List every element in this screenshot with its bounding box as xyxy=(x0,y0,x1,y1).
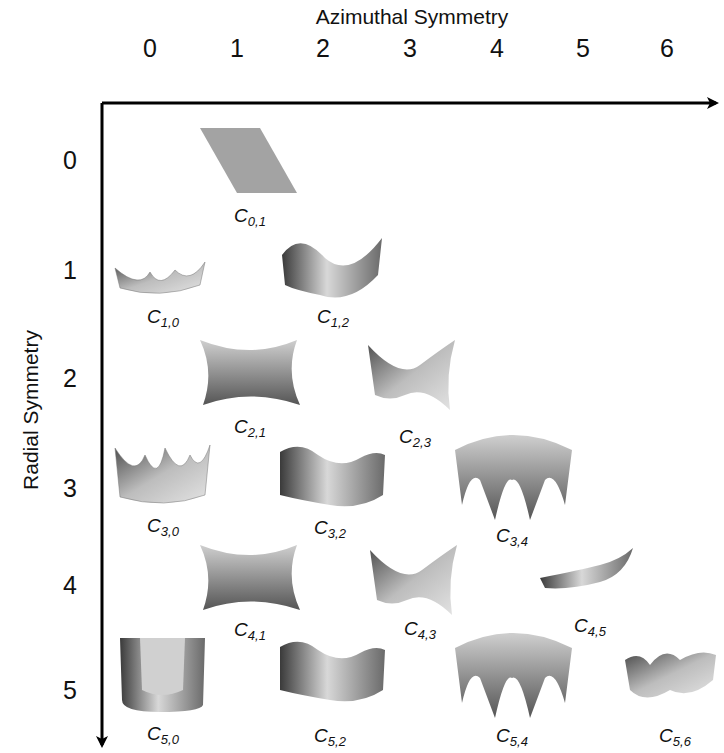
column-number: 6 xyxy=(660,36,674,61)
radial-axis xyxy=(101,103,104,745)
surface-c43 xyxy=(370,545,457,615)
surface-label: C2,3 xyxy=(399,427,431,449)
surface-label: C1,0 xyxy=(147,307,179,329)
surface-c52 xyxy=(280,642,385,702)
row-number: 3 xyxy=(63,476,77,501)
surface-c41 xyxy=(200,545,300,610)
surface-label: C5,6 xyxy=(659,726,691,748)
surface-label: C5,2 xyxy=(314,726,346,748)
row-number: 2 xyxy=(63,366,77,391)
row-number: 1 xyxy=(63,258,77,283)
row-number: 4 xyxy=(63,573,77,598)
surface-label: C2,1 xyxy=(234,417,266,439)
column-number: 1 xyxy=(230,36,244,61)
surface-c23 xyxy=(368,340,455,410)
surface-c01 xyxy=(200,128,297,193)
column-number: 0 xyxy=(143,36,157,61)
surface-label: C3,0 xyxy=(147,516,179,538)
column-number: 2 xyxy=(316,36,330,61)
surface-c45 xyxy=(540,548,633,588)
surface-label: C0,1 xyxy=(234,206,266,228)
surface-c54 xyxy=(455,633,572,718)
surface-c21 xyxy=(200,340,300,405)
surface-label: C3,4 xyxy=(496,526,528,548)
row-number: 0 xyxy=(63,148,77,173)
surface-label: C1,2 xyxy=(317,307,349,329)
surface-c50 xyxy=(120,638,205,712)
surface-c30 xyxy=(115,445,210,503)
surface-label: C4,5 xyxy=(574,616,606,638)
axis-title: Azimuthal Symmetry xyxy=(316,6,509,27)
surface-label: C5,4 xyxy=(496,726,528,748)
surface-c34 xyxy=(455,435,572,520)
surface-label: C5,0 xyxy=(147,724,179,746)
surface-c56 xyxy=(625,652,716,697)
column-number: 3 xyxy=(403,36,417,61)
azimuthal-axis xyxy=(102,102,716,105)
surface-label: C3,2 xyxy=(314,518,346,540)
axis-title: Radial Symmetry xyxy=(20,330,41,490)
surface-c12 xyxy=(282,238,382,298)
column-number: 5 xyxy=(576,36,590,61)
surface-label: C4,1 xyxy=(234,620,266,642)
surface-label: C4,3 xyxy=(404,619,436,641)
column-number: 4 xyxy=(490,36,504,61)
row-number: 5 xyxy=(63,678,77,703)
surface-c32 xyxy=(280,447,385,507)
surface-c10 xyxy=(115,262,205,293)
